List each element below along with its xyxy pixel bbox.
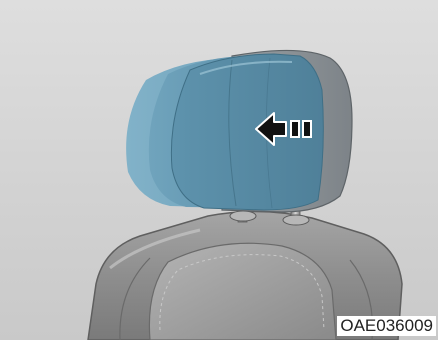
headrest — [126, 50, 352, 212]
figure-code-label: OAE036009 — [337, 316, 436, 336]
